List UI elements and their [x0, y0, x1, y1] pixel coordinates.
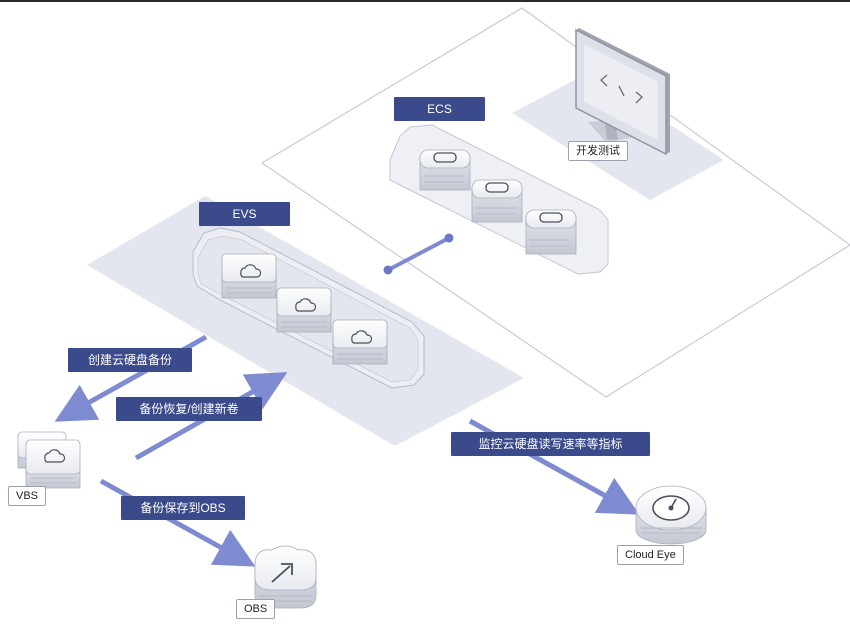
create-backup-tag: 创建云硬盘备份: [68, 348, 192, 372]
connector-dot: [444, 233, 454, 243]
evs-disk-1: [221, 253, 277, 299]
ecs-evs-connector: [387, 236, 450, 272]
restore-backup-tag: 备份恢复/创建新卷: [116, 397, 262, 421]
evs-disk-2: [276, 287, 332, 333]
monitor-metrics-tag: 监控云硬盘读写速率等指标: [451, 432, 650, 456]
evs-tag: EVS: [199, 202, 290, 226]
ecs-tag: ECS: [394, 97, 485, 121]
ecs-server-3: [525, 209, 577, 255]
backup-disk-icon: [17, 431, 81, 489]
connector-dot: [383, 265, 393, 275]
ecs-server-2: [471, 179, 523, 223]
obs-label: OBS: [236, 599, 276, 619]
object-storage-icon: [254, 545, 317, 609]
evs-disk-3: [332, 319, 388, 365]
save-to-obs-tag: 备份保存到OBS: [121, 496, 245, 520]
ecs-server-1: [419, 149, 471, 191]
monitor-code-icon: [575, 28, 670, 156]
gauge-icon: [635, 485, 707, 545]
vbs-label: VBS: [8, 486, 47, 506]
dev-test-label: 开发测试: [568, 141, 628, 161]
cloud-eye-label: Cloud Eye: [617, 545, 684, 565]
